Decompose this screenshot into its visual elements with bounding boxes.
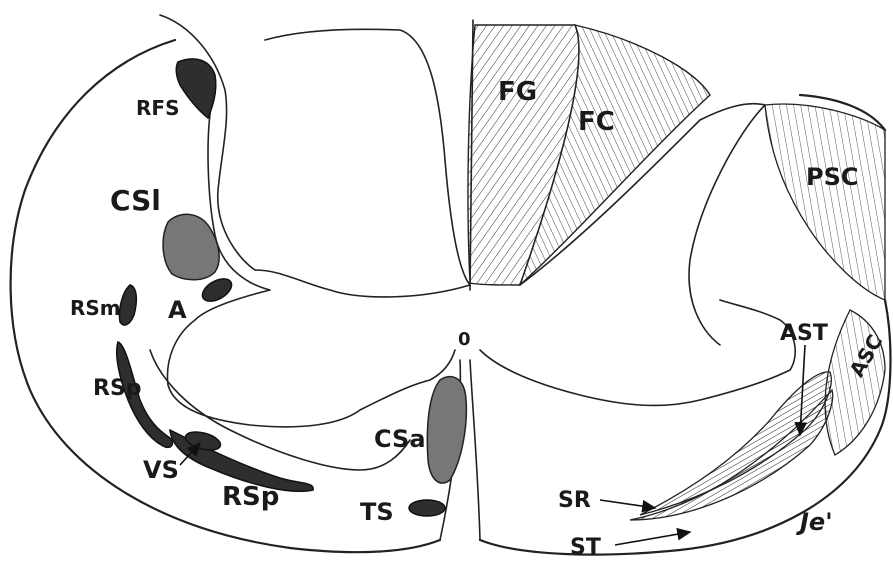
rubrospinal-medial-tract (119, 285, 136, 325)
label-rsp-bottom: RSp (222, 482, 279, 512)
label-a: A (168, 296, 187, 324)
label-rsm: RSm (70, 296, 121, 320)
label-st: ST (570, 535, 601, 560)
label-rfs: RFS (136, 96, 179, 120)
anterior-corticospinal-tract (427, 377, 466, 483)
right-gray-matter (480, 300, 795, 405)
label-fg: FG (498, 77, 537, 107)
label-ts: TS (360, 498, 394, 526)
central-gray-outline-upper (255, 29, 470, 297)
posterior-spinocerebellar-region (765, 104, 885, 300)
label-csl: CSl (110, 184, 161, 217)
artist-signature: Je' (796, 508, 833, 536)
label-rsp-left: RSp (93, 376, 142, 401)
label-vs: VS (143, 456, 179, 484)
label-sr: SR (558, 488, 591, 513)
label-ast: AST (780, 321, 828, 346)
st-pointer (615, 532, 690, 545)
label-central-canal: 0 (458, 329, 471, 350)
tectospinal-tract (409, 500, 445, 516)
lateral-corticospinal-tract (163, 214, 219, 279)
anterior-spinocerebellar-region (825, 310, 885, 455)
reticulospinal-lateral-tract (176, 59, 216, 118)
sr-pointer (600, 500, 655, 508)
label-csa: CSa (374, 425, 426, 453)
label-fc: FC (578, 107, 615, 137)
label-psc: PSC (806, 163, 859, 191)
